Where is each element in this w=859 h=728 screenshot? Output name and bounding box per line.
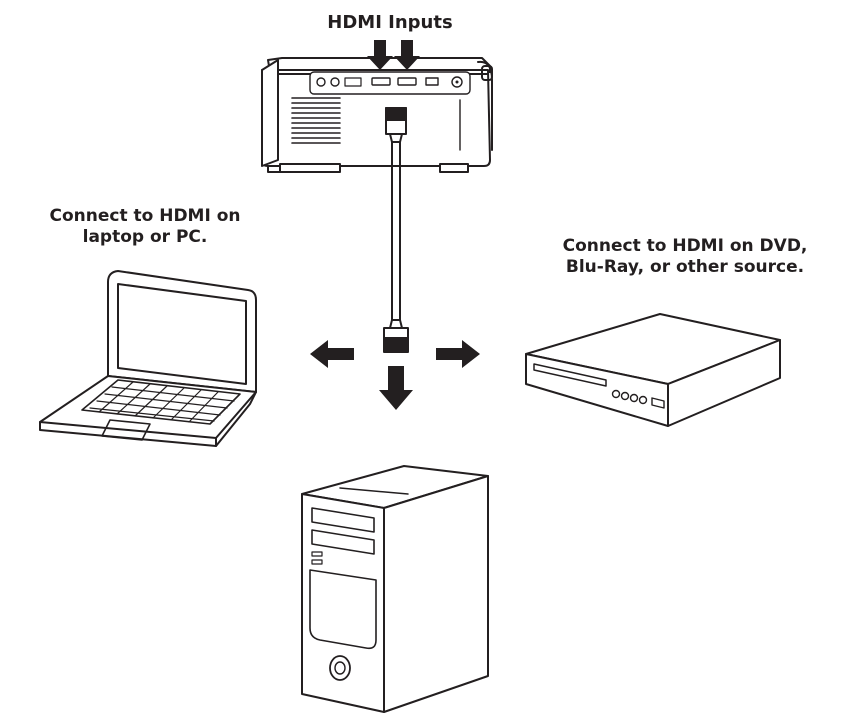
- laptop-icon: [39, 270, 257, 447]
- source-caption-line1: Connect to HDMI on DVD,: [562, 236, 808, 256]
- dvd-player-icon: [525, 313, 781, 427]
- hdmi-input-arrows: [367, 40, 420, 70]
- source-caption: Connect to HDMI on DVD, Blu-Ray, or othe…: [540, 236, 830, 279]
- hdmi-inputs-title: HDMI Inputs: [327, 12, 453, 33]
- pc-tower-icon: [301, 465, 489, 713]
- hdmi-cable-icon: [383, 107, 409, 353]
- source-caption-line2: Blu-Ray, or other source.: [565, 257, 805, 278]
- laptop-caption-line1: Connect to HDMI on: [49, 206, 241, 226]
- projector-icon: [261, 57, 493, 173]
- laptop-caption: Connect to HDMI on laptop or PC.: [30, 206, 260, 249]
- laptop-caption-line2: laptop or PC.: [82, 227, 208, 248]
- output-arrows: [310, 340, 480, 410]
